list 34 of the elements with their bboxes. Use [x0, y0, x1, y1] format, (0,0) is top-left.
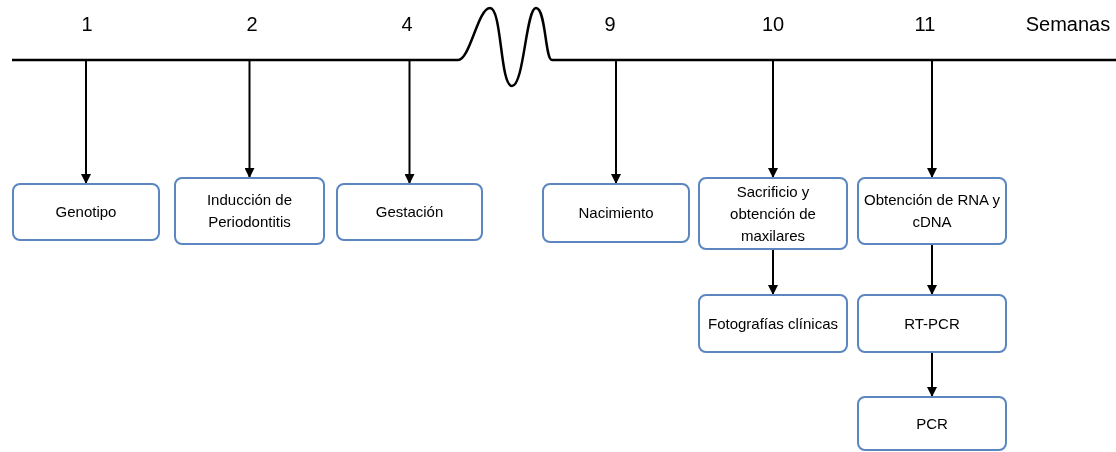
process-box	[857, 396, 1007, 451]
box-text: PCR	[916, 413, 948, 434]
arrow	[404, 59, 415, 184]
box-text: Obtención de RNA y cDNA	[863, 190, 1001, 232]
arrow	[927, 59, 937, 178]
arrow	[611, 59, 621, 184]
arrow	[81, 59, 91, 184]
week-number: 2	[246, 14, 258, 34]
process-box	[857, 177, 1007, 245]
week-number: 1	[81, 14, 93, 34]
box-text: RT-PCR	[904, 313, 960, 334]
arrow	[244, 59, 255, 178]
arrow	[768, 59, 778, 178]
axis-unit-label: Semanas	[1025, 14, 1111, 34]
process-box	[174, 177, 325, 245]
process-box	[698, 294, 848, 353]
process-box	[857, 294, 1007, 353]
arrow	[927, 352, 937, 397]
process-box	[698, 177, 848, 250]
box-text: Fotografías clínicas	[707, 313, 839, 334]
process-box	[542, 183, 690, 243]
process-box	[336, 183, 483, 241]
arrow	[927, 244, 937, 295]
box-text: Genotipo	[55, 202, 117, 222]
box-text: Gestación	[375, 202, 444, 222]
week-number: 9	[604, 14, 616, 34]
box-text: Nacimiento	[578, 203, 654, 223]
week-number: 11	[914, 14, 936, 34]
week-number: 10	[761, 14, 785, 34]
arrow	[768, 249, 778, 295]
box-text: Sacrificio y obtención de maxilares	[729, 181, 817, 246]
process-box	[12, 183, 160, 241]
week-number: 4	[401, 14, 413, 34]
box-text: Inducción de Periodontitis	[205, 190, 294, 232]
